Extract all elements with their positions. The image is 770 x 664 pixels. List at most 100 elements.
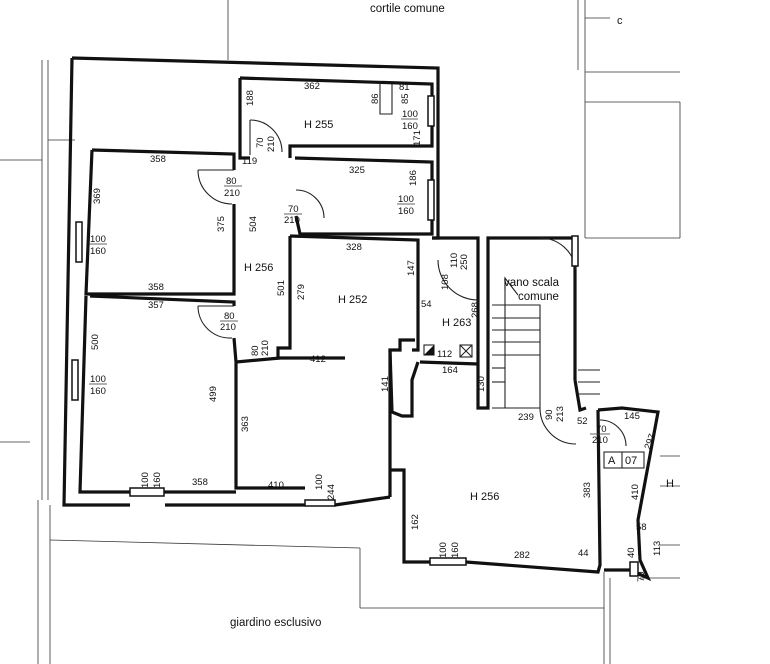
opening-label: 100: [140, 472, 151, 488]
dim-label: 70: [636, 571, 647, 582]
dim-label: 362: [304, 81, 320, 92]
room-height-3: H 256: [244, 262, 273, 274]
dim-label: 499: [208, 386, 219, 402]
dim-label: 358: [148, 282, 164, 293]
opening-label: 100: [398, 194, 414, 205]
dim-label: 119: [242, 156, 257, 167]
dim-label: 501: [276, 280, 287, 296]
opening-label: 90: [544, 409, 555, 420]
opening-label: 70: [255, 137, 266, 148]
garden-label: giardino esclusivo: [230, 617, 321, 629]
room-heights: H 255 H 252 H 256 H 263 H 256: [244, 119, 499, 503]
dim-label: 358: [192, 477, 208, 488]
opening-label: 80: [226, 176, 237, 187]
opening-label: 160: [398, 206, 414, 217]
opening-label: 70: [288, 204, 299, 215]
dim-label: 297: [642, 432, 658, 451]
dim-label: 86: [370, 93, 381, 104]
opening-label: 100: [402, 109, 418, 120]
dim-label: 500: [90, 334, 101, 350]
dim-label: 164: [442, 365, 458, 376]
stair-label-line1: vano scala: [504, 277, 560, 289]
dim-label: 44: [578, 548, 589, 559]
dim-label: 363: [240, 416, 251, 432]
dim-label: 358: [150, 154, 166, 165]
opening-label: 80: [224, 311, 235, 322]
room-height-4: H 263: [442, 317, 471, 329]
dim-label: 81: [399, 82, 410, 93]
dim-label: 108: [440, 274, 451, 290]
dim-label: 325: [349, 165, 365, 176]
opening-label: 80: [250, 345, 261, 356]
dim-label: 239: [518, 412, 534, 423]
dim-label: 147: [406, 260, 417, 276]
dim-label: 244: [326, 484, 337, 500]
dim-label: 369: [92, 188, 103, 204]
opening-label: 210: [220, 322, 236, 333]
unit-code-letter: A: [608, 455, 616, 467]
opening-label: 110: [449, 253, 460, 268]
dim-label: 130: [476, 376, 487, 392]
dim-label: 85: [400, 93, 411, 104]
dim-label: 58: [636, 522, 647, 533]
outer-walls: [62, 56, 660, 582]
dim-label: 410: [630, 484, 641, 500]
opening-label: 160: [152, 472, 163, 488]
dim-label: 54: [421, 299, 432, 310]
dim-label: 186: [408, 170, 419, 186]
dim-label: 162: [410, 514, 421, 530]
courtyard-label: cortile comune: [370, 3, 445, 15]
dim-label: 40: [626, 547, 637, 558]
opening-label: 100: [90, 234, 106, 245]
room-height-2: H 252: [338, 294, 367, 306]
room-height-5: H 256: [470, 491, 499, 503]
side-h-label: H: [666, 478, 674, 490]
dimensions: 362 81 358 358 325 328 357 358 412 54 11…: [90, 81, 663, 582]
dim-label: 282: [514, 550, 530, 561]
room-height-1: H 255: [304, 119, 333, 131]
opening-label: 100: [314, 474, 325, 490]
context-lines: [0, 0, 681, 664]
opening-label: 210: [260, 340, 271, 356]
staircase: [492, 276, 600, 409]
windows: [71, 95, 639, 577]
opening-label: 160: [450, 542, 461, 558]
dim-label: 383: [582, 482, 593, 498]
opening-label: 160: [402, 121, 418, 132]
dim-label: 410: [268, 480, 284, 491]
door-swings: [197, 119, 627, 447]
stair-label-line2: comune: [518, 291, 559, 303]
opening-label: 100: [90, 374, 106, 385]
dim-label: 375: [216, 216, 227, 232]
dim-label: 113: [652, 541, 663, 556]
opening-labels: 100 160 70 210 80 210 100 160 100 160 70…: [89, 109, 610, 558]
dim-label: 357: [148, 300, 164, 311]
unit-code-number: 07: [625, 455, 637, 467]
dim-label: 268: [470, 302, 481, 318]
dim-label: 188: [245, 90, 256, 106]
dim-label: 141: [380, 376, 391, 392]
opening-label: 210: [284, 215, 300, 226]
interior-walls: [78, 76, 479, 494]
dim-label: 412: [310, 354, 326, 365]
opening-label: 210: [592, 435, 608, 446]
opening-label: 100: [438, 542, 449, 558]
opening-label: 250: [459, 254, 470, 270]
dim-label: 52: [577, 416, 588, 427]
opening-label: 213: [555, 406, 566, 422]
opening-label: 160: [90, 246, 106, 257]
opening-label: 210: [266, 136, 277, 152]
dim-label: 328: [346, 242, 362, 253]
opening-label: 160: [90, 386, 106, 397]
area-labels: cortile comune c giardino esclusivo vano…: [230, 3, 674, 629]
opening-label: 70: [596, 424, 607, 435]
dim-label: 145: [624, 411, 640, 422]
courtyard-c-label: c: [617, 15, 623, 27]
dim-label: 112: [437, 349, 452, 360]
dim-label: 504: [248, 216, 259, 232]
unit-code-box: A 07: [603, 451, 645, 469]
dim-label: 171: [412, 130, 423, 146]
opening-label: 210: [224, 188, 240, 199]
